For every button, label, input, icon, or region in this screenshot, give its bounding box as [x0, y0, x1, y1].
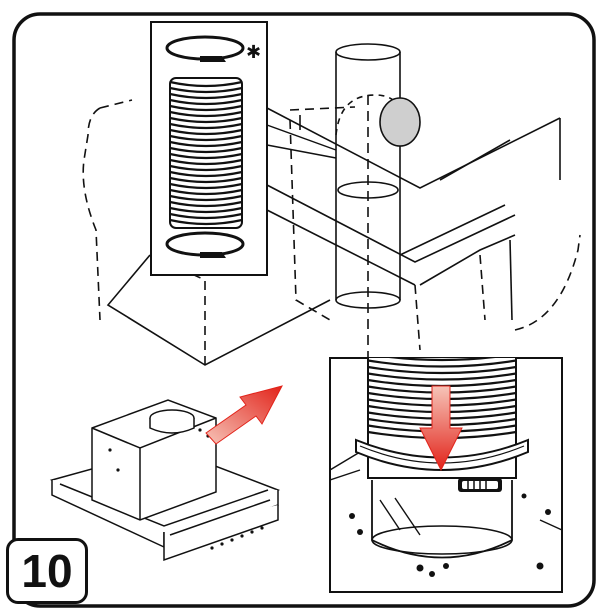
hose-rib — [169, 110, 243, 118]
wall-unit — [266, 107, 561, 286]
callout-line — [266, 124, 337, 151]
asterisk-mark: ✱ — [246, 42, 261, 63]
hose-rib — [169, 170, 243, 178]
hose-rib — [169, 80, 243, 88]
hose-rib — [169, 98, 243, 106]
hose-rib — [169, 116, 243, 124]
hose-rib — [169, 158, 243, 166]
clamp-screw — [458, 478, 502, 492]
clamp-screw-bottom — [200, 252, 226, 258]
surface-dots — [349, 493, 551, 577]
hose-rib — [169, 212, 243, 220]
duct-opening — [379, 97, 421, 147]
hose-rib — [169, 122, 243, 130]
step-number: 10 — [21, 545, 73, 597]
hose-rib — [169, 194, 243, 202]
hose-rib — [169, 176, 243, 184]
hose-rib — [169, 152, 243, 160]
hose-rib — [169, 86, 243, 94]
hose-rib — [388, 358, 496, 362]
clamp-screw-top — [200, 56, 226, 62]
hose-rib — [169, 182, 243, 190]
hood-unit — [49, 399, 281, 562]
hose-rib — [169, 188, 243, 196]
hose-rib — [169, 164, 243, 172]
hose-rib — [367, 372, 517, 381]
hose-rib — [169, 128, 243, 136]
hose-rib — [169, 140, 243, 148]
hose-rib — [169, 92, 243, 100]
motor-collar — [371, 480, 513, 559]
duct-pipe — [335, 43, 401, 360]
callout-line-2 — [266, 144, 337, 159]
down-arrow-icon — [419, 385, 463, 472]
hood-rivets — [108, 428, 264, 550]
hose-clamp-band — [355, 438, 529, 471]
step-number-badge: 10 — [6, 538, 88, 604]
hose-rib — [169, 104, 243, 112]
outer-frame — [12, 12, 596, 608]
hose-rib — [169, 200, 243, 208]
diagonal-arrow-icon — [205, 385, 283, 445]
hose-rib — [169, 134, 243, 142]
hose-ribs — [169, 80, 243, 226]
hose-rib — [367, 359, 517, 368]
hose-rib — [169, 206, 243, 214]
hose-rib — [169, 146, 243, 154]
hose-rib — [169, 218, 243, 226]
hose-rib — [367, 365, 517, 375]
